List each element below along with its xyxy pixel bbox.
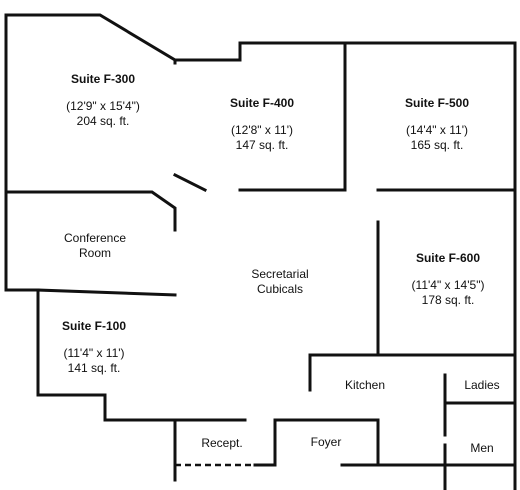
suite-f300-area: 204 sq. ft. (76, 114, 130, 128)
secretarial-cubicals-label: Secretarial Cubicals (251, 267, 308, 297)
suite-f100-label: Suite F-100 (11'4" x 11') 141 sq. ft. (62, 319, 126, 376)
wall-f300-bottom (4, 190, 177, 232)
conference-room-line1: Conference (63, 231, 127, 245)
suite-f400-label: Suite F-400 (12'8" x 11') 147 sq. ft. (230, 96, 294, 153)
suite-f600-dimensions: (11'4" x 14'5") (411, 278, 485, 292)
suite-f300-name: Suite F-300 (70, 72, 136, 86)
foyer-label: Foyer (310, 435, 342, 449)
suite-f400-area: 147 sq. ft. (235, 138, 289, 152)
suite-f500-name: Suite F-500 (404, 96, 470, 110)
suite-f500-label: Suite F-500 (14'4" x 11') 165 sq. ft. (405, 96, 469, 153)
suite-f600-name: Suite F-600 (415, 251, 481, 265)
suite-f100-name: Suite F-100 (61, 319, 127, 333)
wall-kitchen-top (308, 353, 517, 392)
men-label: Men (470, 441, 494, 455)
suite-f400-dimensions: (12'8" x 11') (231, 123, 293, 137)
suite-f500-dimensions: (14'4" x 11') (406, 123, 468, 137)
wall-foyer (273, 418, 517, 467)
ladies-label: Ladies (464, 378, 500, 392)
suite-f100-area: 141 sq. ft. (67, 361, 121, 375)
secretarial-line1: Secretarial (251, 267, 309, 281)
recept-label: Recept. (201, 436, 243, 450)
suite-f600-label: Suite F-600 (11'4" x 14'5") 178 sq. ft. (412, 251, 485, 308)
wall-top-f400-f500 (173, 41, 517, 490)
suite-f500-area: 165 sq. ft. (410, 138, 464, 152)
conference-room-label: Conference Room (64, 231, 126, 261)
suite-f300-dimensions: (12'9" x 15'4") (66, 99, 140, 113)
suite-f400-name: Suite F-400 (229, 96, 295, 110)
conference-room-line2: Room (78, 246, 112, 260)
wall-conference-f100 (36, 288, 177, 297)
wall-f400-bottom (172, 172, 208, 193)
suite-f600-area: 178 sq. ft. (421, 293, 475, 307)
suite-f100-dimensions: (11'4" x 11') (63, 346, 125, 360)
kitchen-label: Kitchen (344, 378, 386, 392)
secretarial-line2: Cubicals (256, 282, 304, 296)
suite-f300-label: Suite F-300 (12'9" x 15'4") 204 sq. ft. (66, 72, 140, 129)
